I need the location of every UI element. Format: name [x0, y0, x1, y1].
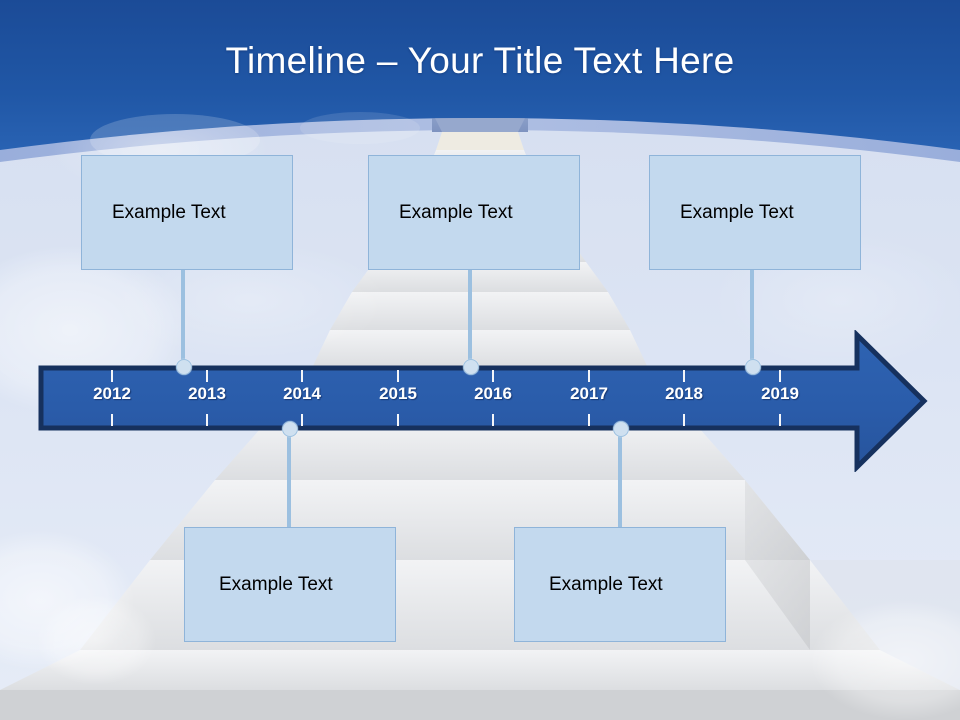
callout-top-3[interactable]: Example Text [649, 155, 861, 270]
callout-text: Example Text [112, 201, 226, 223]
callout-connector [618, 428, 622, 527]
callout-bottom-1[interactable]: Example Text [184, 527, 396, 642]
callout-text: Example Text [219, 573, 333, 595]
callout-text: Example Text [399, 201, 513, 223]
timeline-marker-dot[interactable] [282, 421, 298, 437]
callout-top-1[interactable]: Example Text [81, 155, 293, 270]
slide-title: Timeline – Your Title Text Here [225, 40, 735, 81]
timeline-marker-dot[interactable] [176, 359, 192, 375]
timeline-marker-dot[interactable] [463, 359, 479, 375]
callout-connector [468, 270, 472, 366]
callout-connector [750, 270, 754, 366]
callout-connector [181, 270, 185, 366]
callout-top-2[interactable]: Example Text [368, 155, 580, 270]
timeline-marker-dot[interactable] [745, 359, 761, 375]
callout-bottom-2[interactable]: Example Text [514, 527, 726, 642]
arrow-shape [38, 330, 928, 472]
callout-text: Example Text [680, 201, 794, 223]
timeline-marker-dot[interactable] [613, 421, 629, 437]
callout-text: Example Text [549, 573, 663, 595]
callout-connector [287, 428, 291, 527]
timeline-arrow[interactable] [38, 330, 928, 472]
